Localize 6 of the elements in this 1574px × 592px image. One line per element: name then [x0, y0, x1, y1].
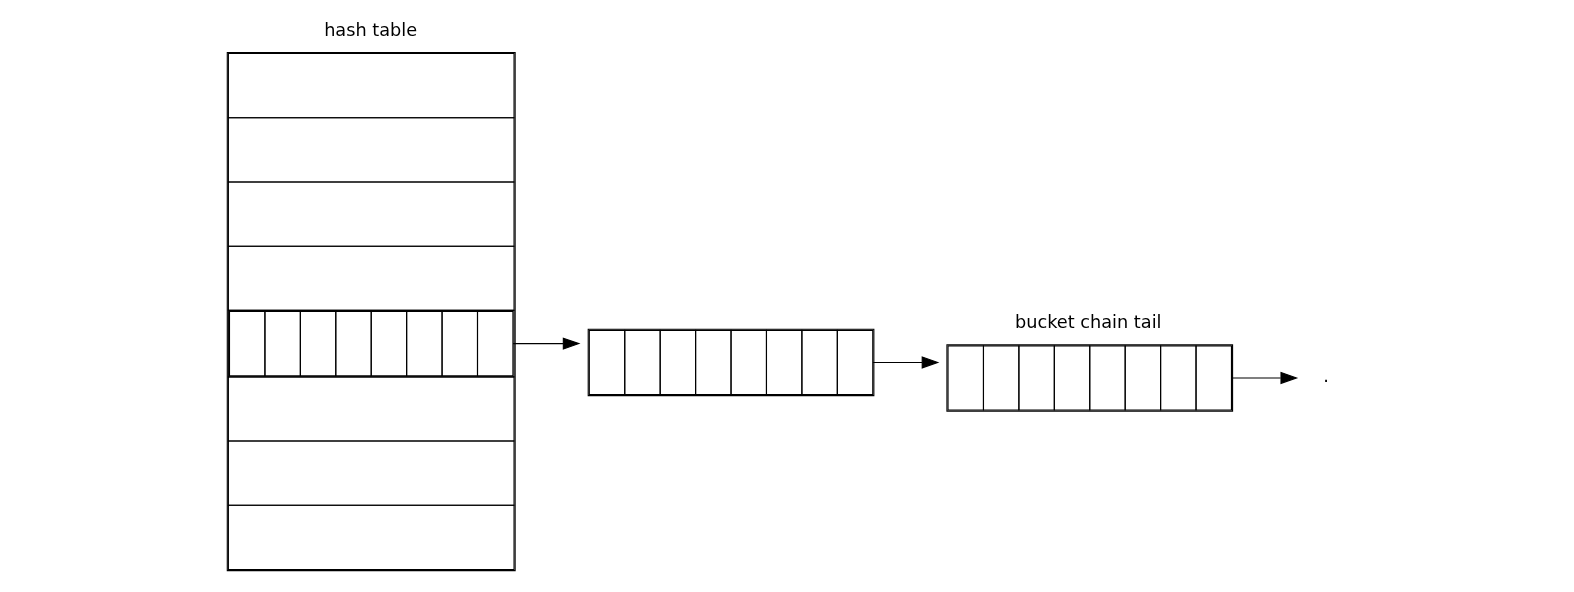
arrow	[512, 337, 580, 350]
arrow	[1230, 371, 1298, 385]
arrow	[871, 356, 939, 369]
node-label: hash table	[323, 19, 417, 40]
node-label: bucket chain tail	[1014, 311, 1161, 332]
node-text: .	[1322, 366, 1329, 387]
